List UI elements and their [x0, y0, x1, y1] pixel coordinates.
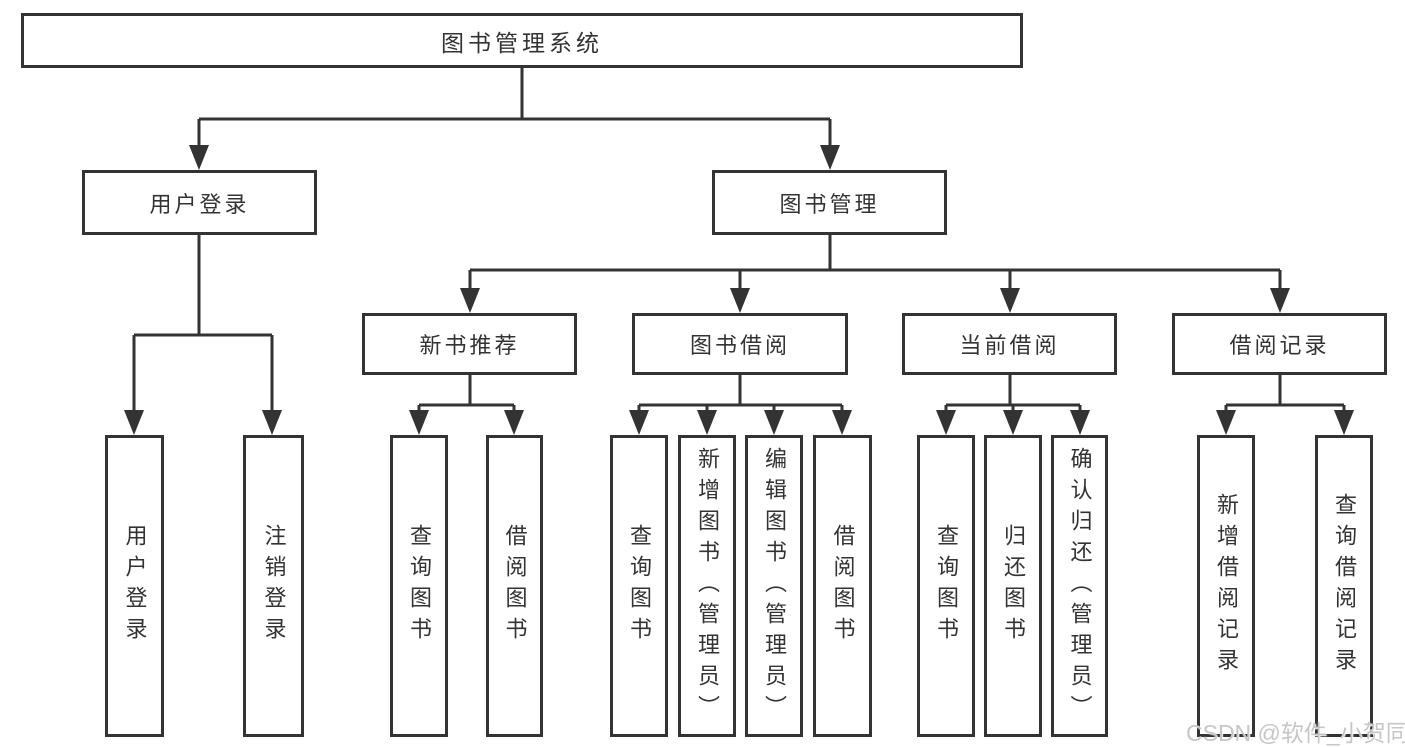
node-label: 借阅记录 [1229, 333, 1330, 358]
node-book-borrowing: 图书借阅 [632, 313, 848, 375]
arrow-down-icon [1000, 288, 1020, 313]
node-label: 查询图书 [934, 524, 959, 648]
arrow-down-icon [262, 410, 282, 435]
node-label: 图书管理系统 [441, 29, 603, 56]
arrow-down-icon [697, 410, 717, 435]
node-label: 新增借阅记录 [1214, 493, 1239, 679]
node-label: 查询图书 [627, 524, 652, 648]
leaf-query-books-borrowing: 查询图书 [610, 435, 668, 737]
node-label: 当前借阅 [959, 333, 1060, 358]
leaf-borrow-books-recommend: 借阅图书 [486, 435, 543, 737]
node-label: 查询借阅记录 [1332, 493, 1357, 679]
node-label: 新书推荐 [419, 333, 520, 358]
node-label: 用户登录 [122, 524, 148, 648]
arrow-down-icon [730, 288, 750, 313]
watermark: CSDN @软件_小贺同学 [1186, 720, 1405, 746]
leaf-return-books: 归还图书 [984, 435, 1042, 737]
node-label: 注销登录 [261, 524, 287, 648]
leaf-add-borrow-record: 新增借阅记录 [1197, 435, 1255, 737]
node-label: 查询图书 [407, 524, 432, 648]
leaf-add-books-admin: 新增图书（管理员） [678, 435, 736, 737]
arrow-down-icon [460, 288, 480, 313]
leaf-user-login: 用户登录 [105, 435, 164, 737]
node-user-login: 用户登录 [82, 170, 317, 235]
node-label: 图书管理 [779, 191, 880, 217]
node-new-book-recommendation: 新书推荐 [362, 313, 577, 375]
node-current-borrowing: 当前借阅 [902, 313, 1117, 375]
node-label: 图书借阅 [689, 333, 790, 358]
node-book-management: 图书管理 [712, 170, 947, 235]
arrow-down-icon [629, 410, 649, 435]
node-library-system: 图书管理系统 [21, 13, 1023, 68]
node-label: 借阅图书 [830, 524, 856, 648]
leaf-query-borrow-record: 查询借阅记录 [1315, 435, 1373, 737]
node-label: 归还图书 [1001, 524, 1026, 648]
node-label: 编辑图书（管理员） [762, 446, 787, 726]
arrow-down-icon [1070, 410, 1090, 435]
arrow-down-icon [936, 410, 956, 435]
arrow-down-icon [764, 410, 784, 435]
node-label: 确认归还（管理员） [1067, 446, 1093, 726]
arrow-down-icon [1003, 410, 1023, 435]
leaf-query-books-current: 查询图书 [917, 435, 975, 737]
node-label: 借阅图书 [502, 524, 528, 648]
arrow-down-icon [504, 410, 524, 435]
arrow-down-icon [124, 410, 144, 435]
arrow-down-icon [189, 145, 209, 170]
arrow-down-icon [1334, 410, 1354, 435]
arrow-down-icon [1216, 410, 1236, 435]
leaf-edit-books-admin: 编辑图书（管理员） [745, 435, 803, 737]
arrow-down-icon [409, 410, 429, 435]
leaf-query-books-recommend: 查询图书 [390, 435, 448, 737]
leaf-confirm-return-admin: 确认归还（管理员） [1051, 435, 1108, 737]
leaf-borrow-books-borrowing: 借阅图书 [813, 435, 872, 737]
node-label: 用户登录 [149, 191, 250, 217]
arrow-down-icon [1270, 288, 1290, 313]
node-label: 新增图书（管理员） [695, 446, 720, 726]
arrow-down-icon [832, 410, 852, 435]
leaf-logout: 注销登录 [243, 435, 304, 737]
arrow-down-icon [820, 145, 840, 170]
node-borrowing-records: 借阅记录 [1172, 313, 1387, 375]
